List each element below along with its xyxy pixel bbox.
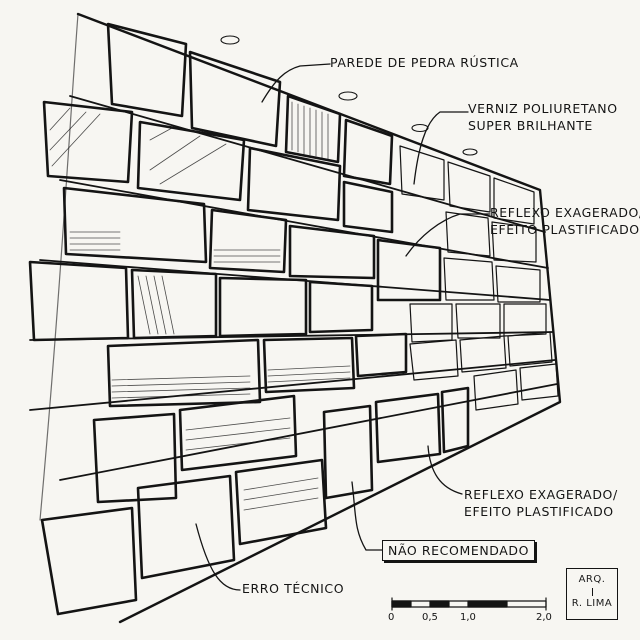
scale-tick-0: 0 (388, 612, 395, 623)
leader-lines (195, 63, 491, 591)
label-not-recommended: NÃO RECOMENDADO (382, 540, 536, 561)
hatching (49, 101, 351, 511)
scale-tick-2-0: 2,0 (536, 612, 552, 623)
label-varnish: VERNIZ POLIURETANO SUPER BRILHANTE (468, 101, 618, 133)
far-stones (399, 145, 559, 411)
label-reflex-bottom: REFLEXO EXAGERADO/ EFEITO PLASTIFICADO (464, 487, 618, 519)
stamp-line-1: ARQ. (578, 574, 606, 585)
scale-bar (391, 597, 547, 611)
author-stamp: ARQ. R. LIMA (566, 568, 618, 620)
stamp-divider (591, 588, 593, 596)
stamp-line-2: R. LIMA (571, 598, 613, 609)
label-reflex-top: REFLEXO EXAGERADO/ EFEITO PLASTIFICADO (490, 205, 640, 237)
label-stone-wall: PAREDE DE PEDRA RÚSTICA (330, 55, 519, 70)
label-technical-error: ERRO TÉCNICO (242, 581, 345, 596)
scale-tick-0-5: 0,5 (422, 612, 438, 623)
scale-tick-1-0: 1,0 (460, 612, 476, 623)
lamp-marks (220, 35, 478, 156)
stone-blocks (28, 22, 470, 616)
